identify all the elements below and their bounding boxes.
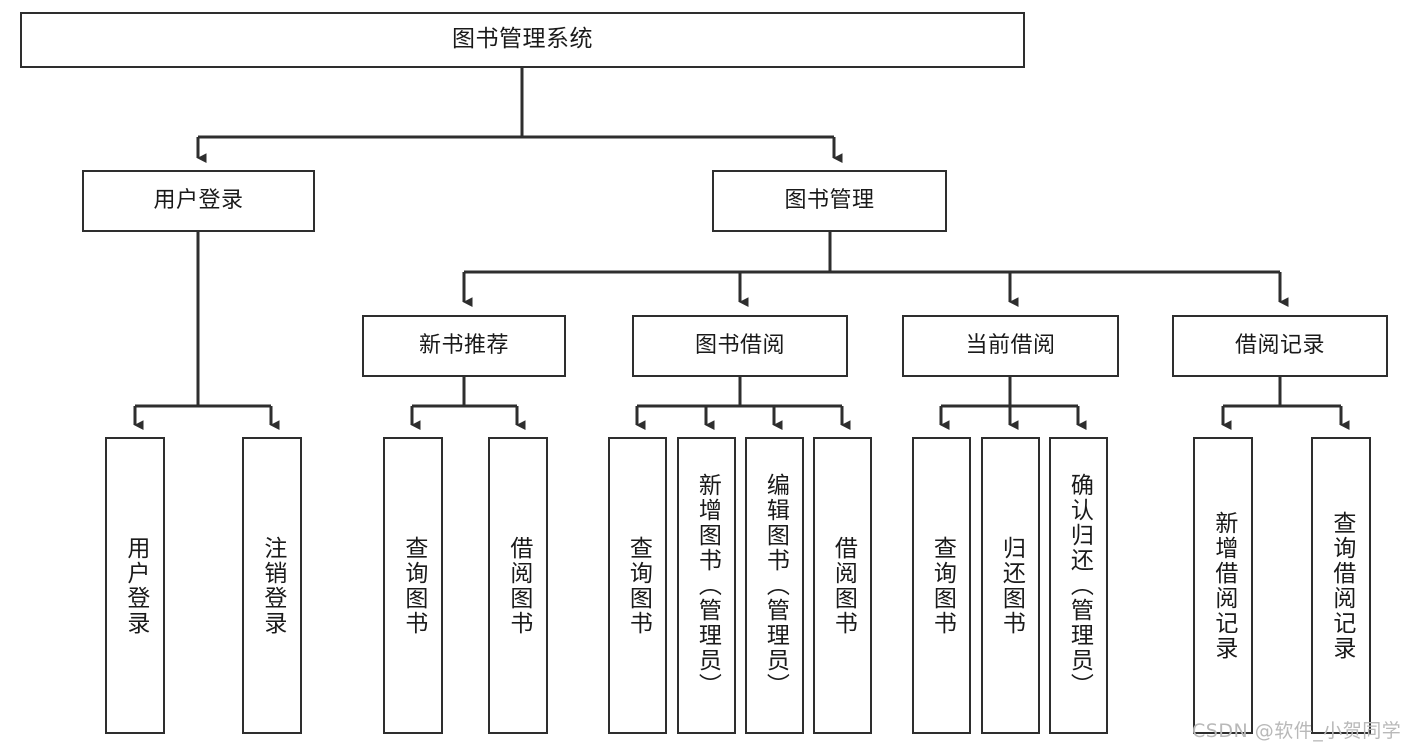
leaf-query-book-2[interactable]: 查询图书 [608, 437, 667, 734]
node-root[interactable]: 图书管理系统 [20, 12, 1025, 68]
leaf-query-book-1[interactable]: 查询图书 [383, 437, 443, 734]
leaf-confirm-return-label: 确认归还（管理员） [1066, 473, 1093, 698]
node-new-book-rec[interactable]: 新书推荐 [362, 315, 566, 377]
leaf-return-book[interactable]: 归还图书 [981, 437, 1040, 734]
leaf-add-record-label: 新增借阅记录 [1210, 510, 1237, 661]
leaf-edit-book-label: 编辑图书（管理员） [762, 473, 789, 698]
leaf-query-book-1-label: 查询图书 [400, 535, 427, 636]
leaf-add-book-label: 新增图书（管理员） [694, 473, 721, 698]
leaf-query-record[interactable]: 查询借阅记录 [1311, 437, 1371, 734]
leaf-user-login-label: 用户登录 [122, 535, 149, 636]
leaf-query-record-label: 查询借阅记录 [1328, 510, 1355, 661]
leaf-add-book[interactable]: 新增图书（管理员） [677, 437, 736, 734]
leaf-query-book-3-label: 查询图书 [929, 535, 956, 636]
leaf-edit-book[interactable]: 编辑图书（管理员） [745, 437, 804, 734]
node-book-borrow-label: 图书借阅 [694, 333, 785, 359]
node-current-borrow[interactable]: 当前借阅 [902, 315, 1119, 377]
leaf-borrow-book-1-label: 借阅图书 [505, 535, 532, 636]
leaf-add-record[interactable]: 新增借阅记录 [1193, 437, 1253, 734]
leaf-query-book-3[interactable]: 查询图书 [912, 437, 971, 734]
leaf-borrow-book-2[interactable]: 借阅图书 [813, 437, 872, 734]
node-new-book-rec-label: 新书推荐 [418, 333, 509, 359]
node-book-borrow[interactable]: 图书借阅 [632, 315, 848, 377]
node-book-manage[interactable]: 图书管理 [712, 170, 947, 232]
leaf-logout-login-label: 注销登录 [259, 535, 286, 636]
node-root-label: 图书管理系统 [452, 26, 593, 53]
leaf-user-login[interactable]: 用户登录 [105, 437, 165, 734]
csdn-watermark: CSDN @软件_小贺同学 [1192, 720, 1402, 742]
node-current-borrow-label: 当前借阅 [965, 333, 1056, 359]
node-user-login-label: 用户登录 [153, 188, 244, 214]
node-borrow-record-label: 借阅记录 [1234, 333, 1325, 359]
leaf-borrow-book-1[interactable]: 借阅图书 [488, 437, 548, 734]
node-borrow-record[interactable]: 借阅记录 [1172, 315, 1388, 377]
leaf-query-book-2-label: 查询图书 [625, 535, 652, 636]
node-book-manage-label: 图书管理 [784, 188, 875, 214]
leaf-confirm-return[interactable]: 确认归还（管理员） [1049, 437, 1108, 734]
leaf-return-book-label: 归还图书 [998, 535, 1025, 636]
leaf-borrow-book-2-label: 借阅图书 [830, 535, 857, 636]
leaf-logout-login[interactable]: 注销登录 [242, 437, 302, 734]
node-user-login[interactable]: 用户登录 [82, 170, 315, 232]
